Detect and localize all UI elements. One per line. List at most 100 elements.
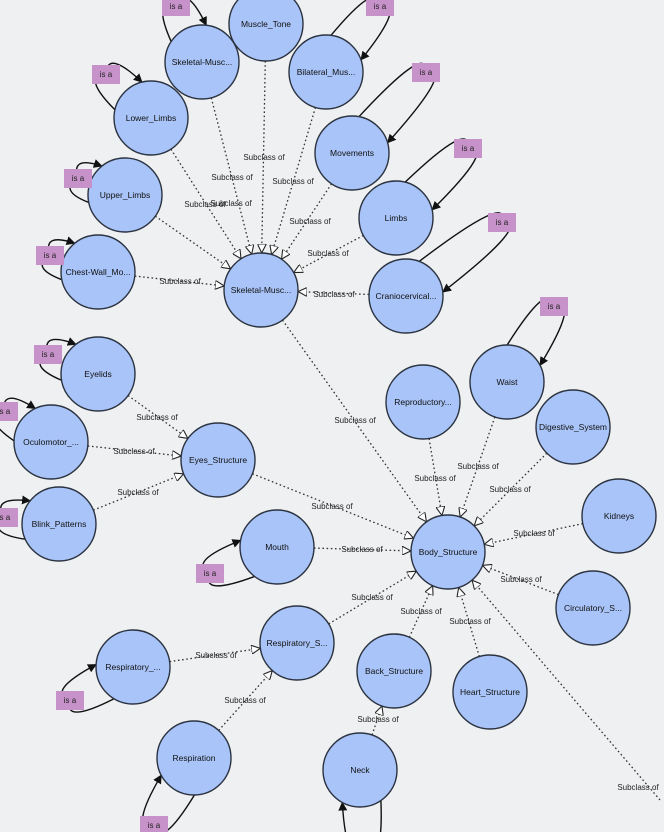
- subclass-label-craniocervical: Subclass of: [313, 290, 355, 299]
- node-respiration[interactable]: Respiration: [156, 720, 232, 796]
- node-label: Muscle_Tone: [241, 19, 291, 29]
- subclass-label-circulatory: Subclass of: [500, 575, 542, 584]
- subclass-edge-respiration: [218, 671, 272, 731]
- node-movements[interactable]: Movements: [314, 115, 390, 191]
- subclass-edge-circulatory: [483, 566, 559, 596]
- is-a-label-blink_patterns: is a: [0, 508, 18, 527]
- subclass-edge-waist: [460, 416, 496, 516]
- node-craniocervical[interactable]: Craniocervical...: [368, 258, 444, 334]
- svg-text:is a: is a: [374, 2, 387, 11]
- subclass-label-respiratory_a: Subclass of: [195, 651, 237, 660]
- subclass-label-waist: Subclass of: [457, 462, 499, 471]
- svg-text:is a: is a: [420, 68, 433, 77]
- node-label: Digestive_System: [539, 422, 607, 432]
- subclass-label-eyelids: Subclass of: [136, 413, 178, 422]
- node-digestive[interactable]: Digestive_System: [535, 389, 611, 465]
- subclass-label-blink_patterns: Subclass of: [117, 488, 159, 497]
- node-back-structure[interactable]: Back_Structure: [356, 633, 432, 709]
- node-heart-structure[interactable]: Heart_Structure: [452, 654, 528, 730]
- node-label: Chest-Wall_Mo...: [66, 267, 131, 277]
- is-a-label-eyelids: is a: [34, 345, 62, 364]
- svg-text:is a: is a: [548, 302, 561, 311]
- node-label: Blink_Patterns: [32, 519, 87, 529]
- is-a-label-bilateral: is a: [366, 0, 394, 16]
- node-circulatory[interactable]: Circulatory_S...: [555, 570, 631, 646]
- subclass-label-eyes_structure: Subclass of: [311, 502, 353, 511]
- subclass-label-offscreen: Subclass of: [617, 783, 659, 792]
- node-respiratory-s[interactable]: Respiratory_S...: [259, 605, 335, 681]
- node-respiratory-a[interactable]: Respiratory_...: [95, 629, 171, 705]
- subclass-edge-craniocervical: [299, 292, 370, 295]
- subclass-label-neck: Subclass of: [357, 715, 399, 724]
- node-label: Heart_Structure: [460, 687, 520, 697]
- is-a-label-movements: is a: [412, 63, 440, 82]
- node-label: Movements: [330, 148, 374, 158]
- node-muscle-tone[interactable]: Muscle_Tone: [228, 0, 304, 62]
- is-a-label-skeletal_musc2: is a: [162, 0, 190, 16]
- node-label: Skeletal-Musc...: [231, 285, 291, 295]
- svg-text:is a: is a: [44, 251, 57, 260]
- node-limbs[interactable]: Limbs: [358, 180, 434, 256]
- subclass-label-respiratory_s: Subclass of: [351, 593, 393, 602]
- node-chest-wall[interactable]: Chest-Wall_Mo...: [60, 234, 136, 310]
- subclass-edges: [87, 60, 661, 801]
- node-label: Eyelids: [84, 369, 111, 379]
- node-upper-limbs[interactable]: Upper_Limbs: [87, 157, 163, 233]
- is-a-label-lower_limbs: is a: [92, 65, 120, 84]
- node-label: Upper_Limbs: [100, 190, 151, 200]
- node-eyes-structure[interactable]: Eyes_Structure: [180, 422, 256, 498]
- subclass-label-heart_structure: Subclass of: [449, 617, 491, 626]
- node-neck[interactable]: Neck: [322, 732, 398, 808]
- svg-text:is a: is a: [42, 350, 55, 359]
- subclass-label-upper_limbs: Subclass of: [184, 200, 226, 209]
- subclass-label-lower_limbs: Subclass of: [211, 173, 253, 182]
- subclass-edge-lower_limbs: [170, 148, 241, 258]
- is-a-label-limbs: is a: [454, 139, 482, 158]
- subclass-edge-neck: [371, 707, 382, 736]
- subclass-label-limbs: Subclass of: [307, 249, 349, 258]
- node-label: Lower_Limbs: [126, 113, 177, 123]
- is-a-label-respiration: is a: [140, 816, 168, 832]
- node-bilateral[interactable]: Bilateral_Mus...: [288, 34, 364, 110]
- node-label: Reproductory...: [394, 397, 451, 407]
- node-skeletal-musc2[interactable]: Skeletal-Musc...: [164, 24, 240, 100]
- svg-text:is a: is a: [148, 821, 161, 830]
- node-label: Respiration: [173, 753, 216, 763]
- subclass-edge-heart_structure: [459, 588, 480, 657]
- subclass-edge-skeletal_musc2: [210, 97, 251, 253]
- node-label: Respiratory_S...: [267, 638, 328, 648]
- node-label: Waist: [497, 377, 519, 387]
- is-a-label-craniocervical: is a: [488, 213, 516, 232]
- subclass-edge-reproductory: [428, 438, 442, 514]
- node-blink-patterns[interactable]: Blink_Patterns: [21, 486, 97, 562]
- svg-text:is a: is a: [100, 70, 113, 79]
- is-a-label-respiratory_a: is a: [56, 691, 84, 710]
- subclass-label-skeletal_muscle: Subclass of: [334, 416, 376, 425]
- node-eyelids[interactable]: Eyelids: [60, 336, 136, 412]
- subclass-edge-back_structure: [408, 587, 432, 638]
- subclass-edge-respiratory_a: [169, 649, 260, 663]
- subclass-label-mouth: Subclass of: [341, 545, 383, 554]
- is-a-label-mouth: is a: [196, 564, 224, 583]
- node-kidneys[interactable]: Kidneys: [581, 478, 657, 554]
- subclass-label-muscle_tone: Subclass of: [243, 153, 285, 162]
- is-a-label-upper_limbs: is a: [64, 169, 92, 188]
- subclass-label-movements: Subclass of: [289, 217, 331, 226]
- node-oculomotor[interactable]: Oculomotor_...: [13, 404, 89, 480]
- subclass-label-digestive: Subclass of: [489, 485, 531, 494]
- svg-text:is a: is a: [0, 407, 11, 416]
- node-label: Eyes_Structure: [189, 455, 247, 465]
- svg-text:is a: is a: [64, 696, 77, 705]
- node-skeletal-muscle[interactable]: Skeletal-Musc...: [223, 252, 299, 328]
- node-mouth[interactable]: Mouth: [239, 509, 315, 585]
- nodes: Skeletal-Musc...Muscle_ToneSkeletal-Musc…: [13, 0, 657, 808]
- node-body-structure[interactable]: Body_Structure: [410, 514, 486, 590]
- node-reproductory[interactable]: Reproductory...: [385, 364, 461, 440]
- subclass-edge-upper_limbs: [154, 215, 230, 268]
- subclass-label-bilateral: Subclass of: [272, 177, 314, 186]
- node-label: Neck: [350, 765, 370, 775]
- node-lower-limbs[interactable]: Lower_Limbs: [113, 80, 189, 156]
- node-waist[interactable]: Waist: [469, 344, 545, 420]
